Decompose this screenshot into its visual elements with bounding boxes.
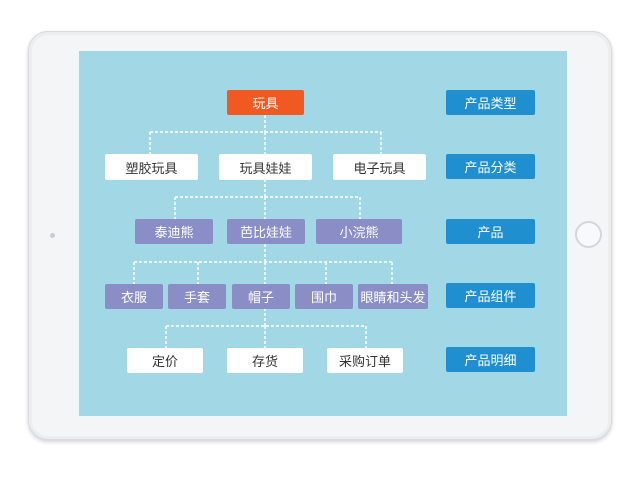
node-component-clothes[interactable]: 衣服 <box>105 284 163 309</box>
camera-dot <box>50 233 55 238</box>
node-detail-purchase-order[interactable]: 采购订单 <box>327 348 403 373</box>
level-label-product: 产品 <box>446 219 535 244</box>
connector-lines <box>133 115 393 348</box>
node-component-gloves[interactable]: 手套 <box>168 284 226 309</box>
node-detail-inventory[interactable]: 存货 <box>227 348 303 373</box>
node-category-electronic[interactable]: 电子玩具 <box>333 154 426 180</box>
diagram-screen: 玩具 塑胶玩具 玩具娃娃 电子玩具 泰迪熊 芭比娃娃 小浣熊 衣服 手套 帽子 … <box>79 51 567 416</box>
level-label-category: 产品分类 <box>446 154 535 179</box>
level-label-type: 产品类型 <box>446 90 535 115</box>
node-component-eyes-hair[interactable]: 眼睛和头发 <box>358 284 428 309</box>
node-category-plastic[interactable]: 塑胶玩具 <box>105 154 198 180</box>
node-root[interactable]: 玩具 <box>227 90 304 115</box>
node-product-teddy[interactable]: 泰迪熊 <box>135 219 213 244</box>
node-component-hat[interactable]: 帽子 <box>232 284 290 309</box>
node-component-scarf[interactable]: 围巾 <box>295 284 353 309</box>
home-button[interactable] <box>575 221 602 248</box>
node-detail-price[interactable]: 定价 <box>127 348 203 373</box>
node-category-dolls[interactable]: 玩具娃娃 <box>219 154 312 180</box>
node-product-barbie[interactable]: 芭比娃娃 <box>227 219 305 244</box>
node-product-raccoon[interactable]: 小浣熊 <box>316 219 402 244</box>
level-label-component: 产品组件 <box>446 283 535 308</box>
level-label-detail: 产品明细 <box>446 347 535 372</box>
